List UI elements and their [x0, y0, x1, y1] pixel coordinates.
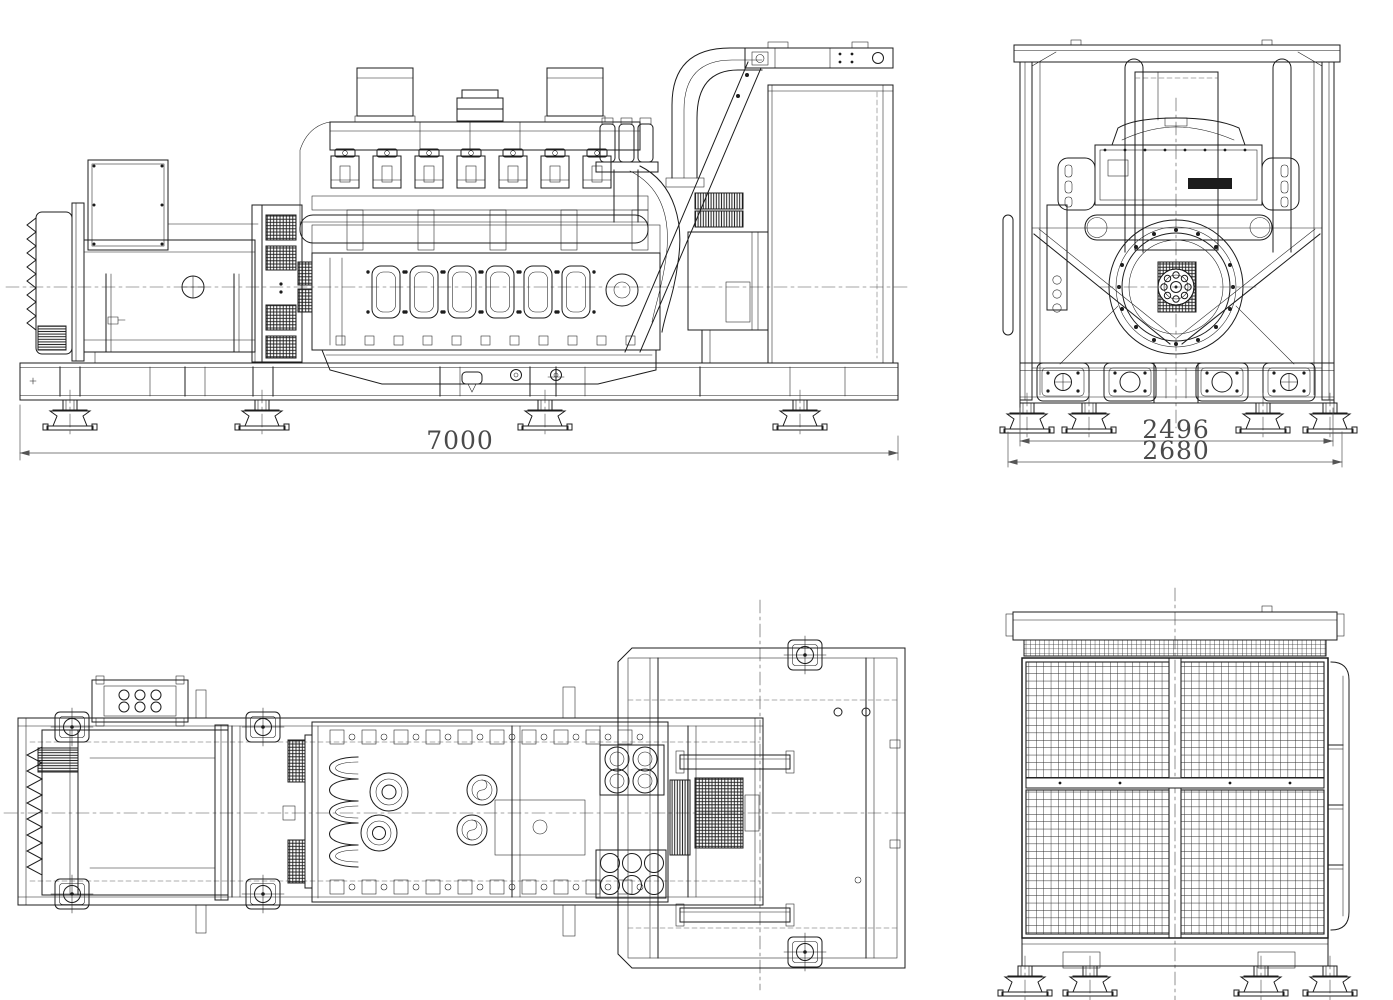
top-bracket [744, 41, 894, 69]
radiator-core [767, 84, 894, 364]
heat-exchanger [595, 117, 659, 173]
valve-gear-bottom [329, 879, 644, 895]
mesh-quadrant-br [1180, 789, 1325, 935]
air-grille [37, 325, 67, 351]
rear-mesh-grille [1021, 657, 1329, 939]
stub-post [195, 689, 207, 719]
front-view: 2496 2680 [999, 39, 1358, 468]
mesh-quadrant-bl [1025, 789, 1170, 935]
exhaust-bellows-loops [329, 756, 359, 868]
plan-radiator [617, 635, 906, 972]
adapter-housing [251, 204, 313, 363]
radiator-pipes [675, 750, 795, 927]
air-filter-left [354, 67, 416, 123]
plan-alternator [25, 724, 229, 901]
canopy-frame [1002, 39, 1341, 401]
engine [299, 121, 681, 393]
intake-plenum [299, 121, 641, 226]
oil-pan [321, 349, 657, 393]
rear-ladder [1327, 661, 1350, 931]
plan-heat-exchanger [694, 777, 744, 849]
manifold-pod-left [1057, 157, 1096, 211]
plan-baseframe [17, 686, 764, 937]
dimension-overall-length: 7000 [19, 404, 899, 461]
rear-base [1021, 937, 1329, 969]
front-base [1019, 362, 1335, 404]
turbocharger-piping [613, 165, 681, 333]
radiator [624, 41, 894, 364]
exhaust-louver [669, 779, 691, 856]
grab-handle [1002, 214, 1014, 336]
plan-lifting-pads [50, 707, 285, 914]
drain-valve [107, 316, 126, 325]
plan-terminal-box [91, 675, 189, 727]
flywheel-housing [1099, 219, 1257, 355]
dimension-overall-width: 2680 [1007, 431, 1343, 468]
engine-front [1046, 117, 1300, 313]
coupling [297, 261, 313, 286]
exhaust-stack-left [1124, 58, 1144, 253]
dim-2680-label: 2680 [1142, 436, 1210, 465]
diagonal-braces [1033, 228, 1321, 365]
mesh-quadrant-tr [1180, 661, 1325, 779]
radiator-lower-tank [687, 231, 769, 364]
dimension-mount-width: 2496 [1019, 407, 1334, 447]
exhaust-manifold [299, 209, 649, 251]
radiator-hoses [665, 47, 763, 188]
radiator-top-tank [1134, 71, 1219, 251]
cooling-fins [26, 217, 37, 331]
cross-drum [1084, 214, 1273, 241]
dim-7000-label: 7000 [426, 426, 494, 455]
expansion-tank [1046, 204, 1068, 311]
rear-view [997, 587, 1358, 1000]
hand-hole-clips [335, 335, 636, 346]
intake-rail [311, 195, 649, 211]
aftercooler-top [599, 744, 665, 796]
rear-top-mesh-strip [1023, 639, 1327, 657]
plan-engine [311, 721, 669, 903]
cylinder-heads [330, 148, 612, 189]
alternator [26, 202, 259, 364]
aftercooler-bottom [595, 849, 667, 899]
plan-view [3, 599, 909, 991]
support-brace [624, 61, 762, 353]
plan-adapter [282, 734, 313, 889]
exhaust-stack-right [1272, 58, 1292, 253]
manifold-pod-right [1261, 157, 1300, 211]
side-view: 7000 [5, 41, 909, 461]
turbochargers [360, 772, 409, 852]
terminal-box [87, 159, 169, 251]
baseframe [19, 362, 899, 401]
air-filter-right [544, 67, 606, 123]
exhaust-outlet [456, 89, 504, 122]
engine-nameplate [1188, 178, 1232, 189]
rear-feet [997, 955, 1358, 1000]
dim-2496-label: 2496 [1142, 415, 1210, 444]
valve-gear-top [329, 729, 644, 745]
bolt-circle [1117, 228, 1235, 346]
intake-elbows [456, 774, 498, 846]
crankcase-covers [365, 265, 597, 319]
mesh-quadrant-tl [1025, 661, 1170, 779]
